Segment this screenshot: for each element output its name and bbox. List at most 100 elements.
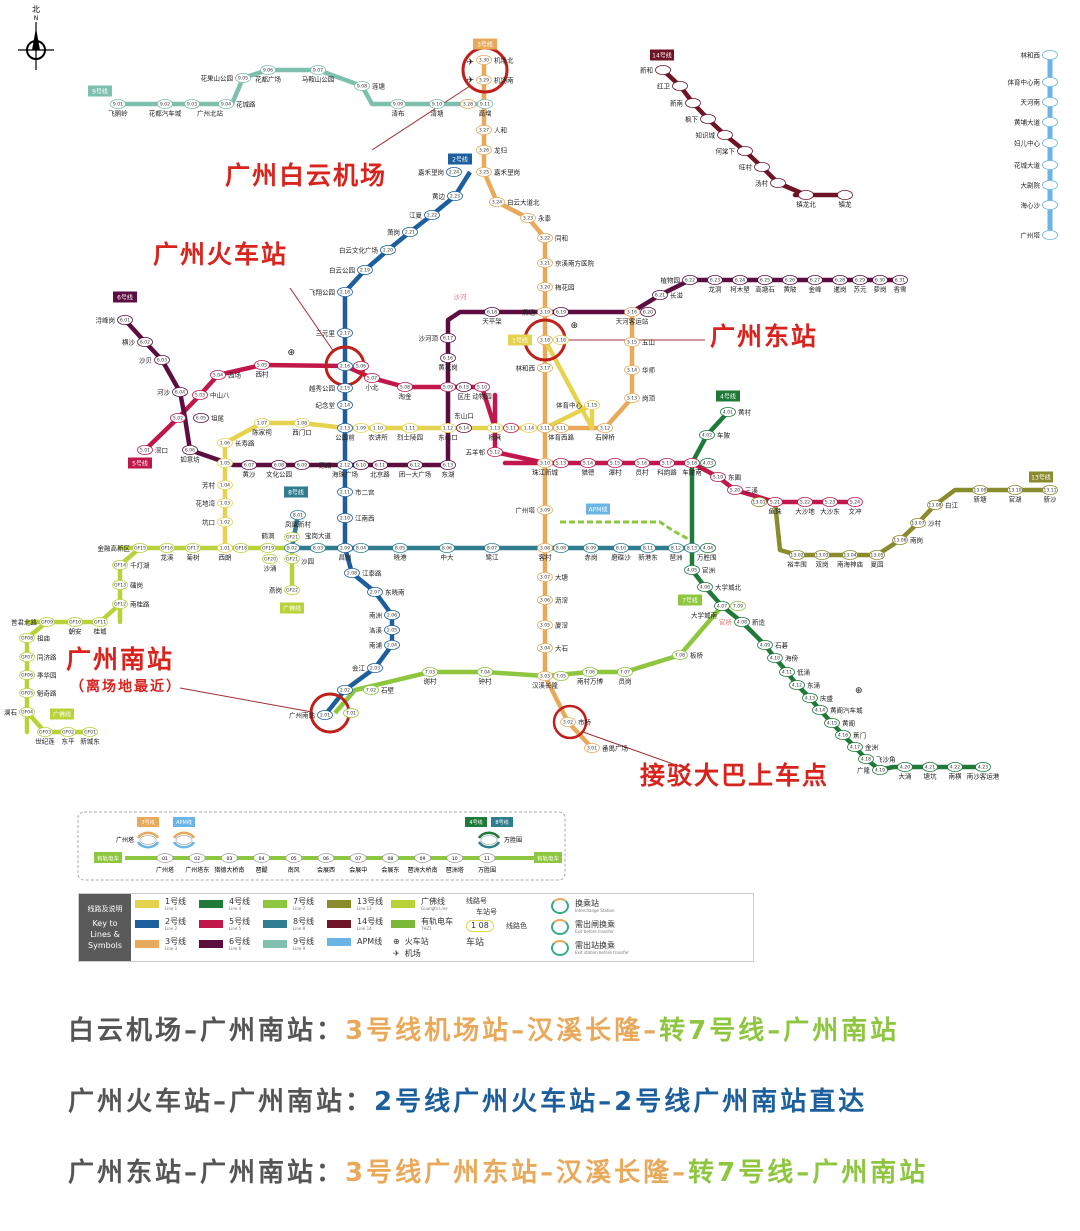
station[interactable]: 6.01 — [117, 314, 133, 325]
station[interactable]: 4.01 — [720, 406, 736, 417]
station[interactable]: 6.25 — [757, 274, 773, 285]
station[interactable]: GF18 — [233, 543, 249, 554]
station[interactable]: GF17 — [185, 543, 201, 554]
station[interactable]: 4.13 — [802, 693, 818, 704]
station[interactable]: 7.08 — [672, 650, 688, 661]
station[interactable]: 5.13 — [553, 457, 569, 468]
station[interactable]: 6.11 — [372, 459, 388, 470]
station[interactable]: 6.19 — [553, 306, 569, 317]
station[interactable]: 6.21 — [652, 289, 668, 300]
station[interactable]: GF20 — [262, 554, 278, 565]
station[interactable]: 5.01 — [137, 444, 153, 455]
station[interactable]: 8.02 — [284, 543, 300, 554]
station[interactable]: 2.13 — [337, 422, 353, 433]
station[interactable]: GF22 — [284, 585, 300, 596]
station[interactable]: 3.24 — [489, 196, 505, 207]
station[interactable]: 3.01 — [584, 743, 600, 754]
station[interactable]: 3.10 — [537, 457, 553, 468]
station[interactable]: 3.16 — [624, 306, 640, 317]
station[interactable]: 1.13 — [487, 422, 503, 433]
station[interactable]: 13.10 — [1007, 484, 1023, 495]
station[interactable]: 8.08 — [553, 543, 569, 554]
station[interactable]: 3.18 — [537, 334, 553, 345]
station[interactable]: 6.08 — [271, 459, 287, 470]
station[interactable]: 4.14 — [812, 705, 828, 716]
station[interactable]: 2.05 — [384, 625, 400, 636]
station[interactable]: 1.06 — [217, 437, 233, 448]
station[interactable]: 3.03 — [537, 671, 553, 682]
station[interactable]: GF11 — [92, 617, 108, 628]
station[interactable]: 13.08 — [927, 499, 943, 510]
station[interactable]: 9.03 — [184, 99, 200, 110]
station[interactable]: 4.04 — [700, 543, 716, 554]
station[interactable]: GF04 — [19, 707, 35, 718]
station[interactable]: 4.11 — [779, 667, 795, 678]
station[interactable]: 5.17 — [659, 457, 675, 468]
station[interactable]: 4.07 — [714, 601, 730, 612]
station[interactable]: 4.02 — [699, 429, 715, 440]
station[interactable]: 2.15 — [337, 382, 353, 393]
station[interactable]: 8.12 — [668, 543, 684, 554]
station[interactable] — [1042, 159, 1058, 170]
station[interactable]: 1.11 — [402, 422, 418, 433]
station[interactable]: 8.03 — [310, 543, 326, 554]
station[interactable] — [655, 65, 671, 76]
station[interactable]: GF21 — [284, 532, 300, 543]
station[interactable]: 3.21 — [537, 257, 553, 268]
station[interactable] — [1042, 97, 1058, 108]
station[interactable]: 2.21 — [402, 226, 418, 237]
station[interactable]: GF10 — [67, 617, 83, 628]
station[interactable]: 6.28 — [832, 274, 848, 285]
station[interactable]: 3.04 — [537, 643, 553, 654]
station[interactable]: 5.08 — [397, 381, 413, 392]
station[interactable]: 2.06 — [384, 610, 400, 621]
station[interactable]: 5.10 — [474, 381, 490, 392]
station[interactable]: 7.01 — [343, 708, 359, 719]
station[interactable]: 7.05 — [553, 671, 569, 682]
station[interactable]: 1.07 — [254, 417, 270, 428]
station[interactable]: 6.20 — [640, 306, 656, 317]
station[interactable]: 13.01 — [751, 496, 767, 507]
station[interactable]: 2.10 — [337, 513, 353, 524]
station[interactable]: 4.17 — [847, 742, 863, 753]
station[interactable]: 13.06 — [892, 535, 908, 546]
station[interactable]: 1.05 — [217, 457, 233, 468]
station[interactable]: 3.06 — [537, 595, 553, 606]
station[interactable]: 13.07 — [910, 518, 926, 529]
station[interactable]: 1.03 — [217, 497, 233, 508]
station[interactable]: 2.03 — [367, 663, 383, 674]
station[interactable]: 6.02 — [137, 336, 153, 347]
station[interactable]: 3.05 — [537, 620, 553, 631]
station[interactable]: 6.03 — [154, 354, 170, 365]
station[interactable]: 3.12 — [597, 422, 613, 433]
station[interactable]: 4.19 — [872, 765, 888, 776]
station[interactable]: GF05 — [19, 688, 35, 699]
station[interactable]: 3.26 — [476, 144, 492, 155]
station[interactable]: 3.17 — [537, 362, 553, 373]
station[interactable]: 4.18 — [858, 754, 874, 765]
station[interactable]: 3.23 — [520, 212, 536, 223]
station[interactable]: 4.03 — [700, 457, 716, 468]
station[interactable]: 2.12 — [337, 459, 353, 470]
station[interactable]: 1.08 — [294, 417, 310, 428]
station[interactable]: 5.06 — [353, 360, 369, 371]
station[interactable]: 2.07 — [367, 587, 383, 598]
station[interactable] — [770, 177, 786, 188]
station[interactable]: GF09 — [39, 617, 55, 628]
station[interactable]: 3.15 — [624, 336, 640, 347]
station[interactable]: 4.21 — [922, 762, 938, 773]
station[interactable]: 3.29 — [476, 75, 492, 86]
station[interactable]: 2.22 — [424, 209, 440, 220]
station[interactable]: GF13 — [112, 580, 128, 591]
station[interactable]: GF15 — [132, 543, 148, 554]
station[interactable] — [737, 145, 753, 156]
station[interactable]: 8.01 — [290, 509, 306, 520]
station[interactable]: 2.17 — [337, 327, 353, 338]
station[interactable]: 2.16 — [337, 360, 353, 371]
station[interactable]: GF03 — [37, 727, 53, 738]
station[interactable]: 5.05 — [254, 359, 270, 370]
